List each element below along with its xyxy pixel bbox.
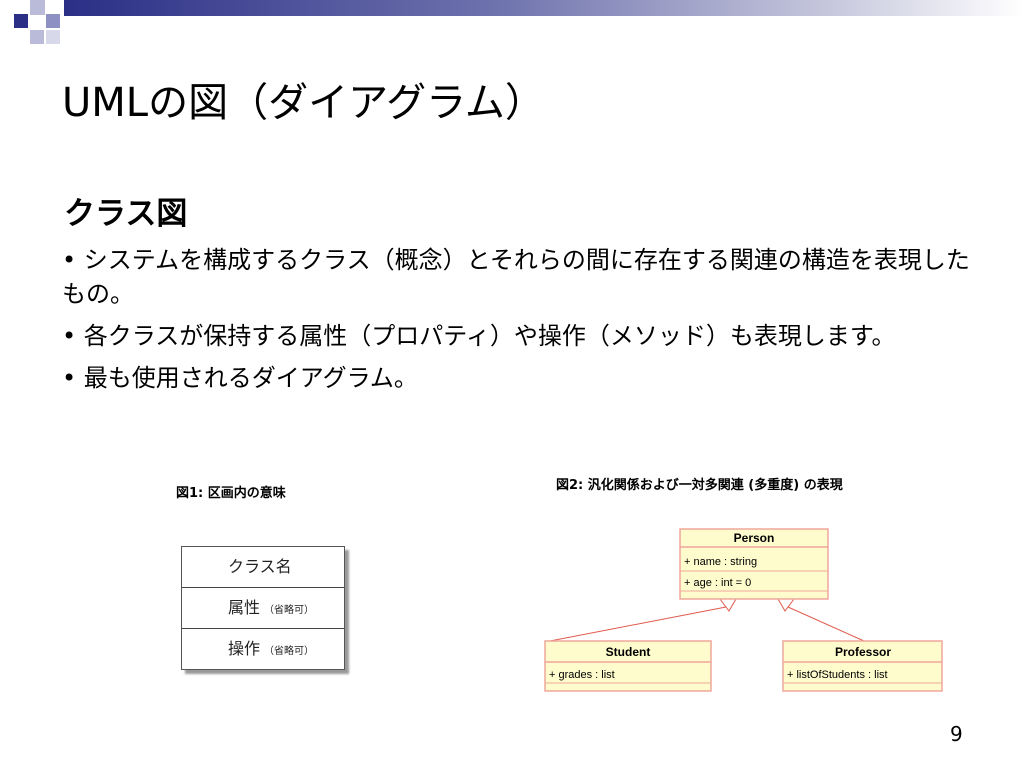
class-attribute: + grades : list <box>549 669 615 681</box>
compartment-label: 操作 <box>228 639 261 658</box>
class-notation-box: クラス名 属性（省略可） 操作（省略可） <box>181 546 345 670</box>
figure2-caption: 図2: 汎化関係および一対多関連 (多重度) の表現 <box>556 478 843 493</box>
class-professor: Professor + listOfStudents : list <box>782 640 943 692</box>
figure1-caption: 図1: 区画内の意味 <box>176 486 286 501</box>
slide-title: UMLの図（ダイアグラム） <box>62 80 545 126</box>
operation-compartment: 操作（省略可） <box>182 629 344 669</box>
compartment-note: （省略可） <box>264 605 315 616</box>
class-attribute: + listOfStudents : list <box>787 669 888 681</box>
bullet-item: • システムを構成するクラス（概念）とそれらの間に存在する関連の構造を表現したも… <box>62 246 970 308</box>
compartment-note: （省略可） <box>264 646 315 657</box>
decor-square-light <box>30 0 45 15</box>
bullet-list: • システムを構成するクラス（概念）とそれらの間に存在する関連の構造を表現したも… <box>62 243 972 403</box>
generalization-line-student <box>549 606 727 642</box>
page-number: 9 <box>950 722 963 746</box>
decor-square-light <box>30 30 44 44</box>
class-attribute: + age : int = 0 <box>684 577 751 589</box>
uml-class-diagram: Person + name : string + age : int = 0 S… <box>544 528 943 692</box>
class-name: Professor <box>835 645 891 659</box>
compartment-label: クラス名 <box>228 557 292 576</box>
bullet-item: • 最も使用されるダイアグラム。 <box>62 364 418 392</box>
class-attribute: + name : string <box>684 556 757 568</box>
generalization-arrowhead <box>719 598 737 612</box>
section-heading: クラス図 <box>64 196 188 232</box>
class-student: Student + grades : list <box>544 640 712 692</box>
generalization-line-professor <box>787 606 865 642</box>
header-gradient-bar <box>64 0 1024 16</box>
generalization-arrowhead <box>777 598 795 612</box>
bullet-item: • 各クラスが保持する属性（プロパティ）や操作（メソッド）も表現します。 <box>62 322 896 350</box>
decor-square-light <box>46 30 60 44</box>
decor-square-mid <box>46 14 60 28</box>
attribute-compartment: 属性（省略可） <box>182 588 344 629</box>
decor-square-dark <box>14 14 28 28</box>
class-name-compartment: クラス名 <box>182 547 344 588</box>
class-name: Student <box>606 645 651 659</box>
class-person: Person + name : string + age : int = 0 <box>679 528 829 600</box>
compartment-label: 属性 <box>228 598 261 617</box>
class-name: Person <box>734 531 775 545</box>
